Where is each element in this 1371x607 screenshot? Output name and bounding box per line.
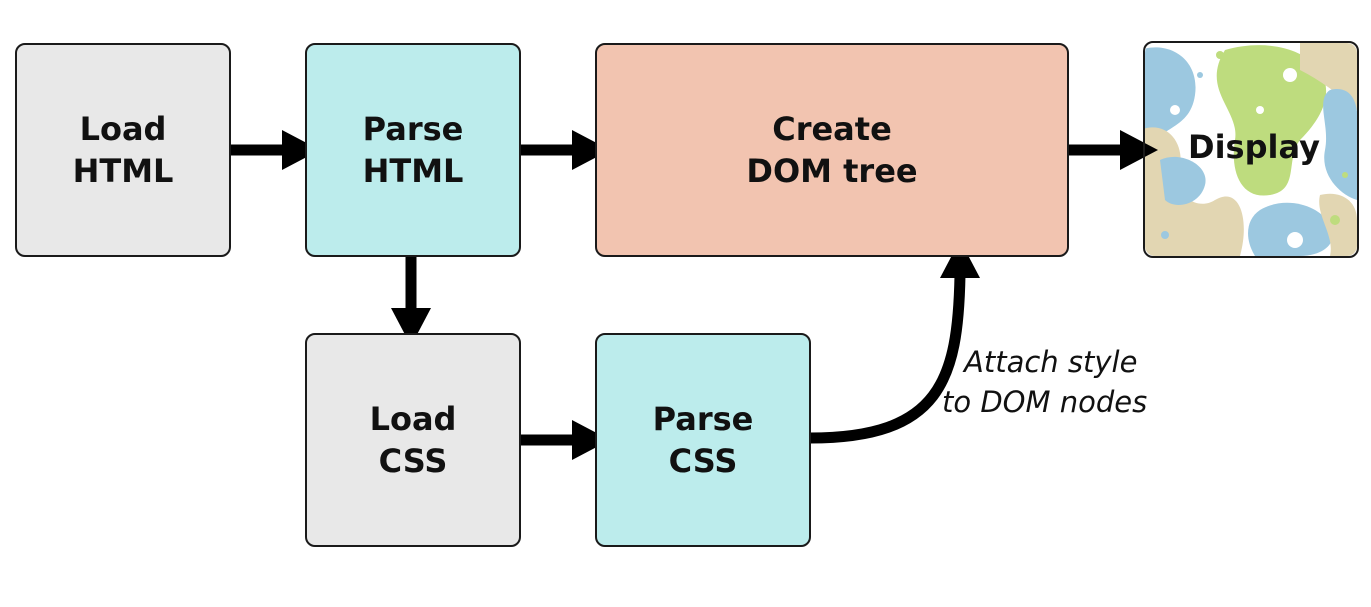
attach-label-line2: to DOM nodes (942, 385, 1148, 419)
blob-blue-1 (1145, 47, 1196, 150)
load-css-line1: Load (369, 400, 457, 438)
blob-blue-3 (1160, 156, 1206, 205)
blob-green-1 (1216, 45, 1327, 196)
parse-css-line2: CSS (668, 442, 738, 480)
display-label: Display (1188, 128, 1320, 166)
blob-blue-4 (1248, 202, 1333, 256)
blob-tan-3 (1319, 193, 1357, 256)
arrow-load-css-to-parse-css (520, 420, 610, 460)
create-dom-line1: Create (772, 110, 892, 148)
display-art (1145, 43, 1357, 256)
arrow-parse-css-to-create-dom (809, 240, 980, 444)
attach-label-line1: Attach style (964, 345, 1138, 379)
parse-html-line2: HTML (362, 152, 464, 190)
blob-blue-2 (1323, 89, 1357, 200)
parse-css-box: Parse CSS (595, 333, 811, 547)
load-css-box: Load CSS (305, 333, 521, 547)
arrow-parse-html-to-create-dom (520, 130, 610, 170)
load-html-line1: Load (79, 110, 167, 148)
create-dom-box: Create DOM tree (595, 43, 1069, 257)
parse-html-box: Parse HTML (305, 43, 521, 257)
parse-html-line1: Parse (362, 110, 464, 148)
arrow-load-html-to-parse-html (231, 130, 320, 170)
load-html-line2: HTML (72, 152, 174, 190)
display-box (1143, 41, 1359, 258)
attach-style-label: Attach style to DOM nodes (942, 342, 1147, 422)
create-dom-line2: DOM tree (746, 152, 918, 190)
parse-css-line1: Parse (652, 400, 754, 438)
load-html-box: Load HTML (15, 43, 231, 257)
arrow-create-dom-to-display (1068, 130, 1158, 170)
load-css-line2: CSS (378, 442, 448, 480)
arrow-parse-html-to-load-css (391, 256, 431, 346)
